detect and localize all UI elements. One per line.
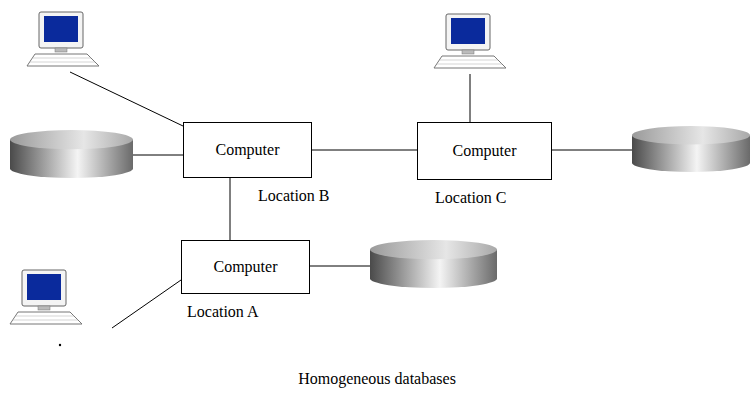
- location-label: Location C: [435, 188, 507, 207]
- link-line: [133, 155, 183, 156]
- terminal-icon: [434, 14, 506, 68]
- box-label: Computer: [453, 141, 517, 160]
- link-line: [70, 72, 183, 126]
- box-label: Computer: [216, 140, 280, 159]
- box-label: Computer: [214, 257, 278, 276]
- database-disk: [632, 126, 750, 172]
- box-body: Computer: [184, 123, 311, 177]
- network-link: [312, 150, 417, 151]
- location-label: Location B: [258, 186, 330, 205]
- computer-box: ComputerLocation A: [181, 240, 310, 294]
- computer-box: ComputerLocation B: [183, 122, 312, 178]
- link-line: [112, 280, 181, 328]
- database-disk: [10, 130, 133, 178]
- dot-mark: [59, 344, 61, 346]
- link-line: [310, 266, 370, 267]
- box-body: Computer: [182, 241, 309, 293]
- link-line: [552, 150, 632, 151]
- figure-caption: Homogeneous databases: [0, 370, 754, 388]
- location-label: Location A: [187, 302, 259, 321]
- terminal-icon: [10, 270, 82, 324]
- box-body: Computer: [418, 123, 551, 179]
- computer-box: ComputerLocation C: [417, 122, 552, 180]
- terminal-icon: [27, 12, 99, 66]
- link-line: [470, 74, 471, 122]
- database-disk: [370, 240, 497, 288]
- network-link: [230, 178, 231, 240]
